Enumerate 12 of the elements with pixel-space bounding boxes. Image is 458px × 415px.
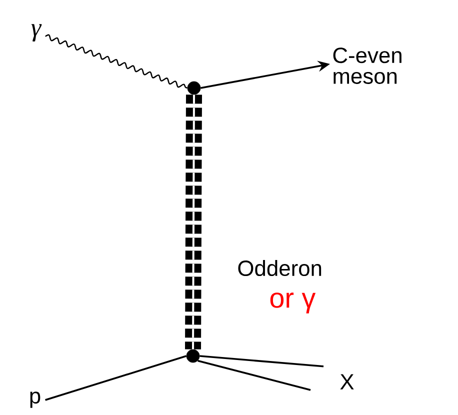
double-dashed-line [185, 94, 202, 350]
line [45, 355, 187, 401]
vertex-dot [187, 81, 201, 95]
line [198, 360, 311, 391]
exchange-label: or γ [270, 292, 316, 314]
particle-label: C-even meson [333, 48, 402, 84]
exchange-label: Odderon [238, 260, 322, 276]
particle-label: p [30, 392, 40, 408]
line [200, 355, 324, 368]
vertex-dot [186, 349, 200, 363]
particle-label: X [340, 374, 354, 390]
particle-label: γ [31, 24, 42, 42]
